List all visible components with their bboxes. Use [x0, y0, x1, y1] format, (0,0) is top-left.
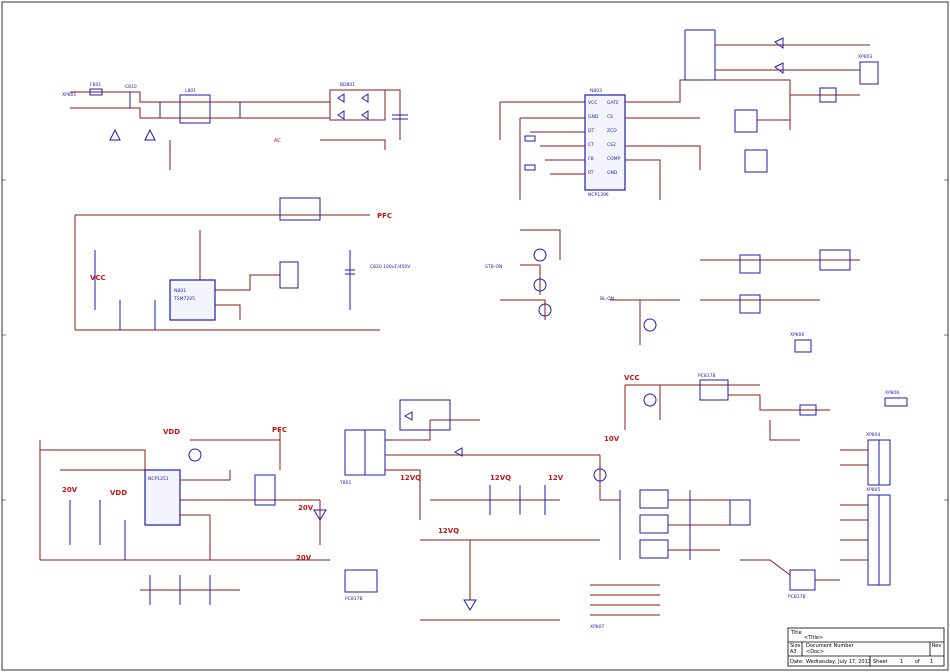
conn-xp806-label: XP806 [885, 390, 900, 396]
pin-left-6: RT [588, 170, 594, 176]
pin-right-6: GND [607, 170, 618, 176]
pfc-controller-name: TSM7205 [173, 296, 195, 302]
pin-right-3: ZCD [607, 128, 617, 134]
ac-socket-label: XP801 [62, 92, 77, 98]
stby-on-label: STB-ON [485, 264, 502, 270]
pfc-controller-ic [169, 279, 216, 321]
pfc-rail-top: PFC [377, 212, 392, 220]
xfmr-label: T801 [339, 480, 351, 486]
v20-rail-b: 20V [298, 504, 314, 512]
pfc-rail-mid: PFC [272, 426, 287, 434]
connector-xp804: XP804 [866, 432, 891, 486]
pin-left-2: GND [588, 114, 599, 120]
v10-rail: 10V [604, 435, 620, 443]
v20-rail-c: 20V [296, 554, 312, 562]
opto-a [344, 569, 378, 593]
bridge-label: BD801 [340, 82, 355, 88]
output-section: PC817B XP804 XP805 XP806 XP807 [590, 390, 908, 630]
llc-controller-name: NCP1396 [588, 192, 609, 198]
ac-input-section: XP801 F801 C810 L801 BD801 AC [62, 82, 408, 170]
title-block: Title <Title> Size A3 Document Number <D… [787, 627, 945, 667]
tb-size-value: A3 [790, 649, 797, 655]
tb-rev-caption: Rev [932, 643, 941, 649]
standby-ic-name: NCP1251 [148, 476, 169, 482]
tb-sheet-value: 1 [900, 659, 903, 665]
pin-right-4: CS2 [607, 142, 616, 148]
tb-size-caption: Size [790, 643, 800, 649]
bulk-cap-label: C820 100uF/450V [370, 264, 411, 270]
out-conn-label: XP803 [858, 54, 873, 60]
tb-date-value: Wednesday, July 17, 2013 [806, 659, 871, 665]
bl-on-label: BL-ON [600, 296, 614, 302]
control-section: BL-ON STB-ON XP806 [485, 229, 860, 353]
pin-right-5: COMP [607, 156, 621, 162]
llc-section: N803 NCP1396 VCC GND DT CT FB RT GATE CS… [499, 29, 879, 200]
standby-section: NCP1251 VDD VDD PFC 20V 20V [39, 426, 330, 605]
pin-left-5: FB [588, 156, 594, 162]
feedback-section: PC817B VCC [624, 373, 830, 441]
opto-a-label: PC817B [345, 596, 363, 602]
pin-right-2: CS [607, 114, 613, 120]
tb-date-caption: Date: [790, 659, 804, 665]
tb-of-value: 1 [930, 659, 933, 665]
opto-b [699, 379, 729, 401]
standby-ic [144, 469, 181, 526]
conn-xp805-label: XP805 [866, 487, 881, 493]
tb-title-caption: Title [790, 630, 802, 636]
ac-rail-label: AC [274, 138, 281, 144]
tb-of-caption: of [915, 659, 920, 665]
pin-left-1: VCC [588, 100, 597, 106]
border-ticks [2, 179, 948, 501]
tb-title: <Title> [804, 635, 823, 641]
pin-left-3: DT [588, 128, 594, 134]
v20-rail-a: 20V [62, 486, 78, 494]
opto-b-label: PC817B [698, 373, 716, 379]
vdd-rail-b: VDD [110, 489, 127, 497]
xcap-label: C810 [125, 84, 137, 90]
v12-rail-c: 12VQ [438, 527, 459, 535]
v12-rail-a: 12VQ [400, 474, 421, 482]
conn-xp804-label: XP804 [866, 432, 881, 438]
tb-docnum-caption: Document Number [806, 643, 855, 649]
pin-right-1: GATE [607, 100, 619, 106]
llc-controller-ic [584, 94, 626, 191]
opto-c-label: PC817B [788, 594, 806, 600]
secondary-section: T801 PC817B 12VQ 12VQ 12V 12VQ 10V 20V [296, 399, 620, 621]
pfc-section: N801 TSM7205 PFC VCC C820 100uF/450V [74, 197, 411, 331]
pin-left-4: CT [588, 142, 594, 148]
llc-controller-ref: N803 [590, 88, 602, 94]
connector-xp807: XP807 [590, 584, 660, 630]
connector-xp805: XP805 [866, 487, 891, 586]
vdd-rail-a: VDD [163, 428, 180, 436]
vcc-rail-mid: VCC [624, 374, 640, 382]
vcc-rail-left: VCC [90, 274, 106, 282]
pfc-controller-ref: N801 [174, 288, 186, 294]
tb-docnum-value: <Doc> [806, 649, 824, 655]
v12-rail-b: 12VQ [490, 474, 511, 482]
conn-label-4: XP806 [790, 332, 805, 338]
connector-xp806-header: XP806 [884, 390, 908, 407]
tb-sheet-caption: Sheet [873, 659, 887, 665]
lf-label: L801 [185, 88, 196, 94]
fuse-label: F801 [90, 82, 101, 88]
v12-rail-d: 12V [548, 474, 564, 482]
opto-c [789, 569, 816, 591]
conn-xp807-label: XP807 [590, 624, 605, 630]
